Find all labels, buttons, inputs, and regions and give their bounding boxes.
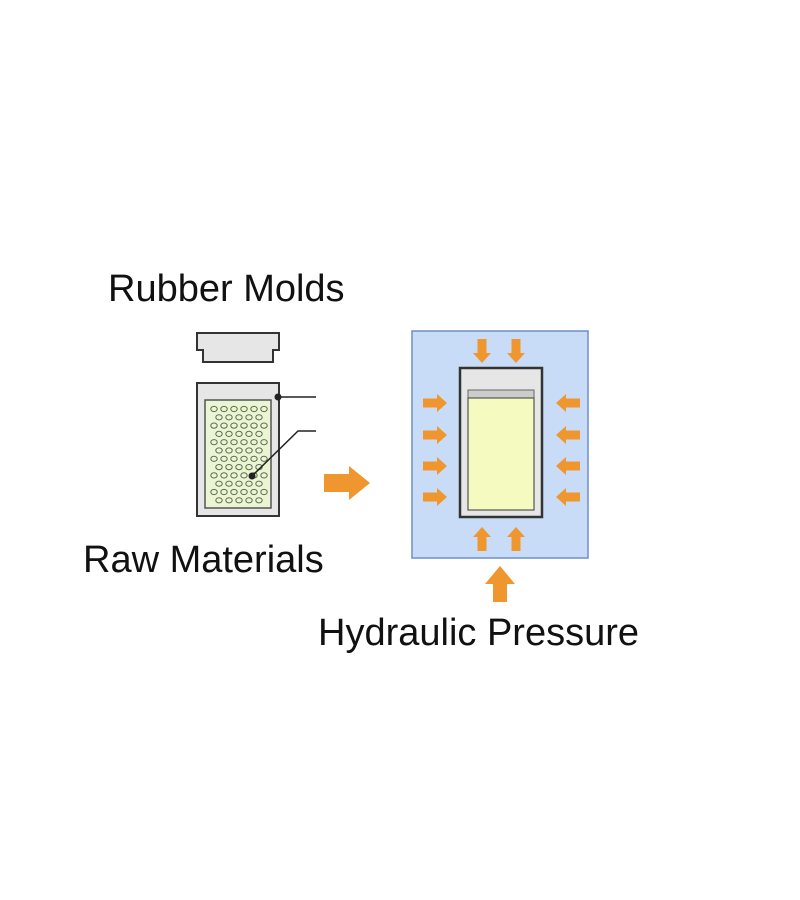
particle (235, 497, 243, 504)
pressure-arrow-left (556, 457, 580, 475)
particle (260, 405, 268, 413)
pressure-arrow-right (423, 488, 447, 506)
pressure-arrow-right (423, 457, 447, 475)
raw-materials-leader-line (251, 430, 316, 477)
particle (260, 422, 268, 429)
pressure-arrow-left (556, 488, 580, 506)
particle (230, 422, 238, 429)
particle (240, 455, 248, 462)
particle (215, 414, 223, 421)
particle (210, 455, 218, 462)
pressure-arrow-left (556, 394, 580, 412)
particle (245, 447, 253, 454)
particle (225, 480, 233, 487)
pressure-arrows (423, 339, 580, 551)
leader-lines (248, 393, 316, 480)
particle (230, 488, 238, 496)
particle (230, 405, 238, 413)
particle (220, 472, 228, 479)
mold-lid (196, 332, 280, 363)
particle (220, 439, 228, 446)
particle (245, 430, 253, 437)
particle (245, 464, 253, 471)
particle (240, 405, 248, 413)
particle (255, 480, 263, 487)
particle (240, 439, 248, 446)
rubber-molds-label: Rubber Molds (108, 268, 345, 310)
particle (215, 464, 223, 471)
pressure-arrow-down (473, 339, 491, 363)
particle (225, 430, 233, 437)
particle (250, 439, 258, 446)
particle (220, 488, 228, 496)
particle (225, 414, 233, 421)
particle (245, 497, 253, 504)
particle (215, 480, 223, 487)
particle (235, 430, 243, 437)
particle (230, 439, 238, 446)
pressure-arrow-down (507, 339, 525, 363)
rubber-mold-open (196, 382, 280, 517)
particle (240, 488, 248, 496)
particle (245, 480, 253, 487)
hydraulic-pressure-label: Hydraulic Pressure (318, 612, 639, 654)
particle (215, 447, 223, 454)
particle (245, 414, 253, 421)
particle (255, 430, 263, 437)
particle (220, 455, 228, 462)
pressure-arrow-right (423, 426, 447, 444)
particle (225, 497, 233, 504)
pressure-arrow-up (507, 527, 525, 551)
particle (220, 405, 228, 413)
particle (260, 488, 268, 496)
particle (230, 455, 238, 462)
pressure-arrow-up (473, 527, 491, 551)
raw-material-particles (210, 405, 268, 504)
process-arrow (324, 466, 370, 500)
particle (215, 497, 223, 504)
particle (220, 422, 228, 429)
particle (250, 488, 258, 496)
particle (210, 472, 218, 479)
particle (260, 472, 268, 479)
particle (225, 464, 233, 471)
particle (225, 447, 233, 454)
particle (235, 447, 243, 454)
particle (250, 455, 258, 462)
pressure-arrow-right (423, 394, 447, 412)
particle (255, 414, 263, 421)
particle (210, 422, 218, 429)
particle (240, 472, 248, 479)
particle (235, 480, 243, 487)
sealed-rubber-mold (458, 366, 544, 519)
particle (210, 405, 218, 413)
particle (235, 414, 243, 421)
particle (210, 488, 218, 496)
pressure-arrow-left (556, 426, 580, 444)
particle (240, 422, 248, 429)
particle (210, 439, 218, 446)
compressed-material (467, 397, 535, 511)
particle (215, 430, 223, 437)
raw-materials-label: Raw Materials (83, 539, 324, 581)
particle (255, 447, 263, 454)
particle (230, 472, 238, 479)
hydraulic-supply-arrow (485, 566, 515, 602)
particle (255, 497, 263, 504)
particle (260, 439, 268, 446)
particle (260, 455, 268, 462)
particle (235, 464, 243, 471)
particle (250, 405, 258, 413)
particle (250, 422, 258, 429)
